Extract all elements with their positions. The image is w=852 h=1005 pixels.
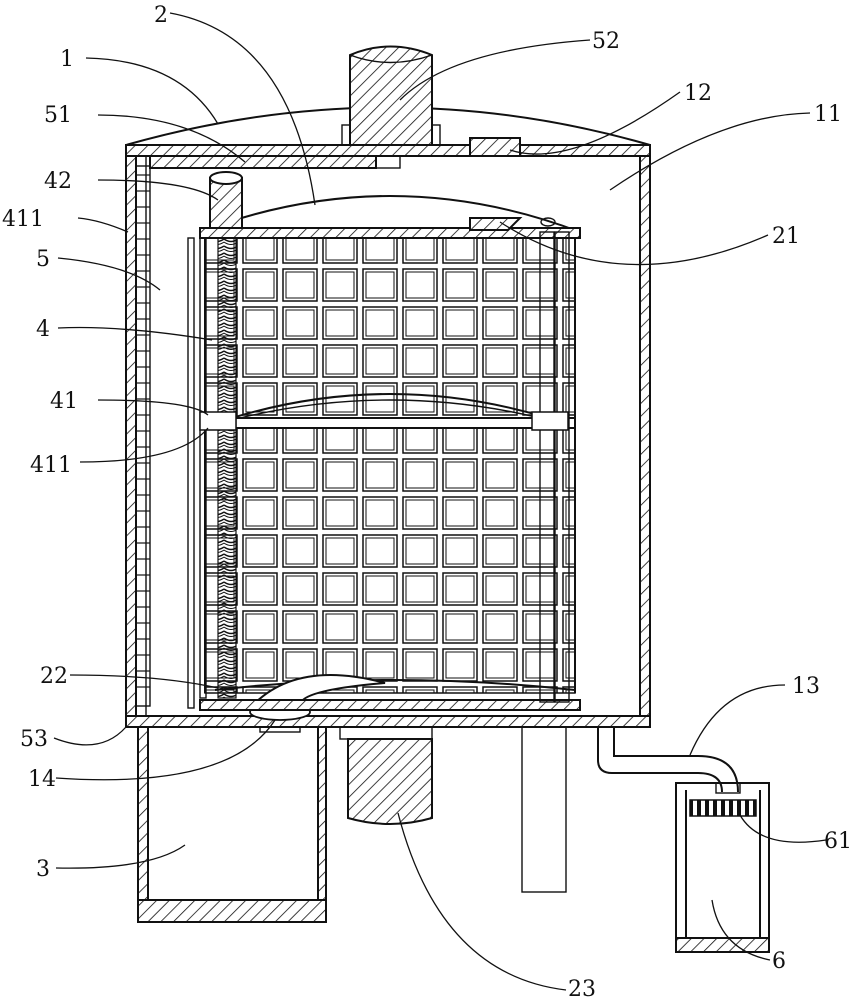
collection-box: [137, 726, 327, 923]
support-post: [521, 726, 567, 893]
label-411-top: 411: [2, 207, 44, 232]
label-13: 13: [792, 674, 820, 699]
top-port: [469, 137, 521, 157]
label-12: 12: [684, 81, 712, 106]
top-shaft: [341, 45, 441, 146]
label-4: 4: [36, 317, 50, 342]
label-411-mid: 411: [30, 453, 72, 478]
label-21: 21: [772, 224, 800, 249]
label-6: 6: [772, 949, 786, 974]
label-52: 52: [592, 29, 620, 54]
label-3: 3: [36, 857, 50, 882]
left-chamber: [135, 155, 401, 707]
label-22: 22: [40, 664, 68, 689]
label-42: 42: [44, 169, 72, 194]
label-61: 61: [824, 829, 852, 854]
guide-rod: [199, 231, 570, 703]
lead-screw: [187, 171, 243, 709]
filter-box: [675, 782, 770, 953]
drum: [199, 195, 581, 721]
label-1: 1: [60, 47, 74, 72]
label-2: 2: [154, 3, 168, 28]
leader-lines: [53, 12, 827, 991]
label-51: 51: [44, 103, 72, 128]
label-23: 23: [568, 977, 596, 1000]
reference-labels: 1 2 51 42 411 5 4 41 411 22 53 14 3 52 1…: [2, 3, 852, 1002]
label-53: 53: [20, 727, 48, 752]
bottom-motor: [339, 726, 433, 825]
label-11: 11: [814, 102, 842, 127]
label-14: 14: [28, 767, 56, 792]
label-5: 5: [36, 247, 50, 272]
label-41: 41: [50, 389, 78, 414]
